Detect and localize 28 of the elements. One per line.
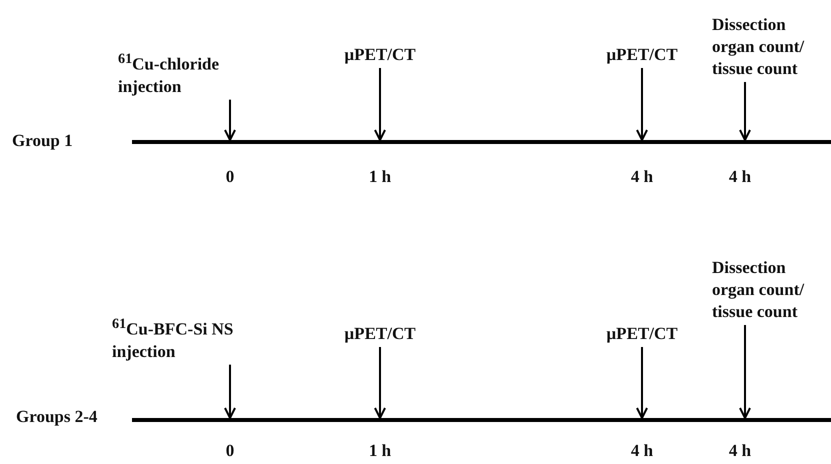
time-label: 4 h (630, 440, 654, 462)
event-label: Dissection organ count/ tissue count (712, 14, 831, 80)
time-label: 4 h (630, 166, 654, 188)
arrow (739, 325, 751, 419)
group-label: Groups 2-4 (16, 406, 98, 428)
timeline-bar (132, 418, 831, 422)
event-label: µPET/CT (606, 323, 678, 345)
arrow (374, 347, 386, 419)
arrow (636, 68, 648, 141)
event-label: $^{61}$Cu-chloride injection (118, 48, 258, 98)
time-label: 1 h (368, 166, 392, 188)
arrow (739, 82, 751, 141)
timeline-bar (132, 140, 831, 144)
arrow (224, 100, 236, 141)
arrow (636, 347, 648, 419)
event-label: Dissection organ count/ tissue count (712, 257, 831, 323)
time-label: 0 (226, 166, 234, 188)
event-label: µPET/CT (606, 44, 678, 66)
event-label: µPET/CT (344, 323, 416, 345)
time-label: 0 (226, 440, 234, 462)
group-label: Group 1 (12, 130, 74, 152)
arrow (374, 68, 386, 141)
event-label: $^{61}$Cu-BFC-Si NS injection (112, 313, 282, 363)
arrow (224, 364, 236, 419)
time-label: 4 h (728, 166, 752, 188)
event-label: µPET/CT (344, 44, 416, 66)
time-label: 4 h (728, 440, 752, 462)
time-label: 1 h (368, 440, 392, 462)
